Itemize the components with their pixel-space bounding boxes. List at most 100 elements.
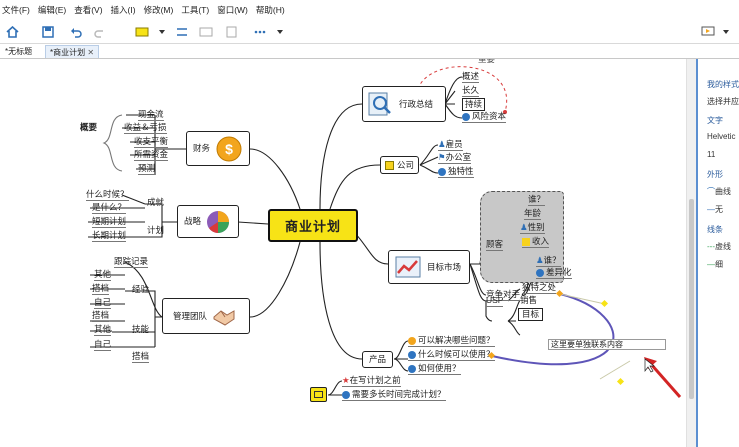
usp-unique[interactable]: 独特之处 [522, 282, 557, 294]
admin-child-venture[interactable]: 风险资本 [462, 111, 507, 123]
timeline-duration[interactable]: 需要多长时间完成计划？ [342, 389, 446, 401]
timeline-before[interactable]: ★在写计划之前 [342, 375, 401, 387]
team-exp-partner[interactable]: 搭档 [92, 283, 110, 295]
info-icon [462, 112, 470, 121]
redo-icon[interactable] [92, 24, 108, 40]
strategy-what[interactable]: 是什么？ [92, 202, 127, 214]
company-child-uniqueness[interactable]: 独特性 [438, 166, 474, 178]
company-child-office[interactable]: ⚑办公室 [438, 152, 472, 164]
topic-target-market[interactable]: 目标市场 [388, 250, 470, 284]
market-customer[interactable]: 顾客 [486, 239, 504, 251]
market-usp[interactable]: USP [486, 295, 504, 307]
presentation-dropdown-icon[interactable] [718, 24, 734, 40]
usp-target[interactable]: 目标 [518, 308, 544, 321]
usp-sales[interactable]: 销售 [520, 295, 538, 305]
shape-none[interactable]: —无 [707, 204, 723, 215]
tab-business-plan[interactable]: *商业计划 ✕ [45, 45, 100, 58]
strategy-when[interactable]: 什么时候？ [86, 189, 129, 201]
menu-tools[interactable]: 工具(T) [181, 5, 210, 15]
presentation-icon[interactable] [700, 24, 716, 40]
save-icon[interactable] [40, 24, 56, 40]
home-icon[interactable] [4, 24, 20, 40]
topic-admin-summary[interactable]: 行政总结 [362, 86, 446, 122]
tab-untitled[interactable]: *无标题 [1, 45, 36, 58]
vertical-scrollbar[interactable] [686, 59, 696, 447]
product-when[interactable]: 什么时候可以使用？ [408, 349, 495, 361]
dollar-icon: $ [216, 136, 242, 161]
finance-child-forecast[interactable]: 预测 [138, 163, 156, 175]
finance-child-breakeven[interactable]: 收支平衡 [134, 136, 169, 148]
team-experience[interactable]: 经验 [132, 284, 150, 294]
summary-icon[interactable] [224, 24, 240, 40]
node-label: 在写计划之前 [349, 375, 401, 385]
magnifier-icon [368, 92, 391, 116]
team-skill-partner[interactable]: 搭档 [92, 310, 110, 322]
finance-child-cashflow[interactable]: 现金流 [138, 109, 164, 121]
central-topic[interactable]: 商业计划 [268, 209, 358, 242]
topic-label: 目标市场 [427, 261, 462, 272]
more-dropdown-icon[interactable] [272, 24, 288, 40]
customer-age[interactable]: 年龄 [524, 208, 542, 220]
company-child-employees[interactable]: ♟雇员 [438, 139, 463, 151]
topic-label: 财务 [193, 143, 211, 153]
customer-income[interactable]: 收入 [522, 236, 550, 248]
line-dashed[interactable]: ---虚线 [707, 241, 731, 252]
topic-company[interactable]: 公司 [380, 156, 420, 174]
dropdown-icon[interactable] [154, 24, 170, 40]
topic-product[interactable]: 产品 [362, 351, 394, 368]
apply-style[interactable]: 选择并应 [707, 97, 739, 106]
mindmap-canvas[interactable]: 商业计划 行政总结 重要 概述 长久 持续 风险资本 公司 ♟雇员 ⚑办公室 独… [0, 59, 696, 447]
finance-child-pnl[interactable]: 收益＆亏损 [124, 122, 167, 134]
close-icon[interactable]: ✕ [87, 47, 95, 57]
topic-management-team[interactable]: 管理团队 [162, 298, 250, 334]
team-skill-self[interactable]: 自己 [94, 339, 112, 351]
customer-gender[interactable]: ♟性别 [520, 222, 545, 234]
scrollbar-thumb[interactable] [689, 199, 694, 399]
team-exp-other[interactable]: 其他 [94, 269, 112, 281]
admin-child-overview[interactable]: 概述 [462, 71, 480, 83]
menu-window[interactable]: 窗口(W) [217, 5, 248, 15]
shape-curve[interactable]: ⌒曲线 [707, 186, 731, 197]
menu-view[interactable]: 查看(V) [74, 5, 103, 15]
boundary-icon[interactable] [198, 24, 214, 40]
toolbar [0, 20, 739, 44]
topic-strategy[interactable]: 战略 [177, 205, 239, 238]
menu-edit[interactable]: 编辑(E) [37, 5, 67, 15]
admin-child-sustained[interactable]: 持续 [462, 98, 486, 111]
team-exp-self[interactable]: 自己 [94, 297, 112, 309]
product-how[interactable]: 如何使用？ [408, 363, 461, 375]
team-partner-bottom[interactable]: 搭档 [132, 351, 150, 363]
curve-icon: ⌒ [707, 187, 715, 196]
calendar-node[interactable] [310, 387, 327, 402]
relationship-label-editor[interactable]: 这里要单独联系内容 [548, 339, 666, 350]
undo-icon[interactable] [68, 24, 84, 40]
strategy-plan[interactable]: 计划 [147, 225, 165, 235]
topic-icon[interactable] [134, 24, 150, 40]
relationship-icon[interactable] [174, 24, 190, 40]
team-skill[interactable]: 技能 [132, 324, 150, 334]
market-competitor[interactable]: 竞争对手 [486, 289, 521, 301]
finance-child-funding[interactable]: 所需资金 [134, 149, 169, 161]
font-size[interactable]: 11 [707, 150, 716, 159]
info-icon [408, 350, 416, 359]
team-skill-other[interactable]: 其他 [94, 324, 112, 336]
line-thin[interactable]: —细 [707, 259, 723, 270]
topic-finance[interactable]: 财务 $ [186, 131, 250, 166]
node-label: 性别 [527, 222, 545, 232]
admin-child-long[interactable]: 长久 [462, 85, 480, 97]
more-icon[interactable] [252, 24, 268, 40]
menu-help[interactable]: 帮助(H) [255, 5, 285, 15]
competitor-diff[interactable]: 差异化 [536, 267, 572, 279]
dashed-line-icon: --- [707, 242, 715, 251]
menu-insert[interactable]: 插入(I) [110, 5, 136, 15]
menu-modify[interactable]: 修改(M) [143, 5, 174, 15]
menu-file[interactable]: 文件(F) [2, 5, 30, 15]
product-problems[interactable]: 可以解决哪些问题？ [408, 335, 495, 347]
font-select[interactable]: Helvetic [707, 132, 736, 141]
strategy-long-term[interactable]: 长期计划 [92, 230, 127, 242]
strategy-success[interactable]: 成就 [147, 197, 165, 207]
customer-who[interactable]: 谁？ [528, 194, 546, 206]
strategy-short-term[interactable]: 短期计划 [92, 216, 127, 228]
competitor-who[interactable]: ♟谁？ [536, 255, 561, 267]
team-track-record[interactable]: 跟踪记录 [114, 256, 149, 268]
